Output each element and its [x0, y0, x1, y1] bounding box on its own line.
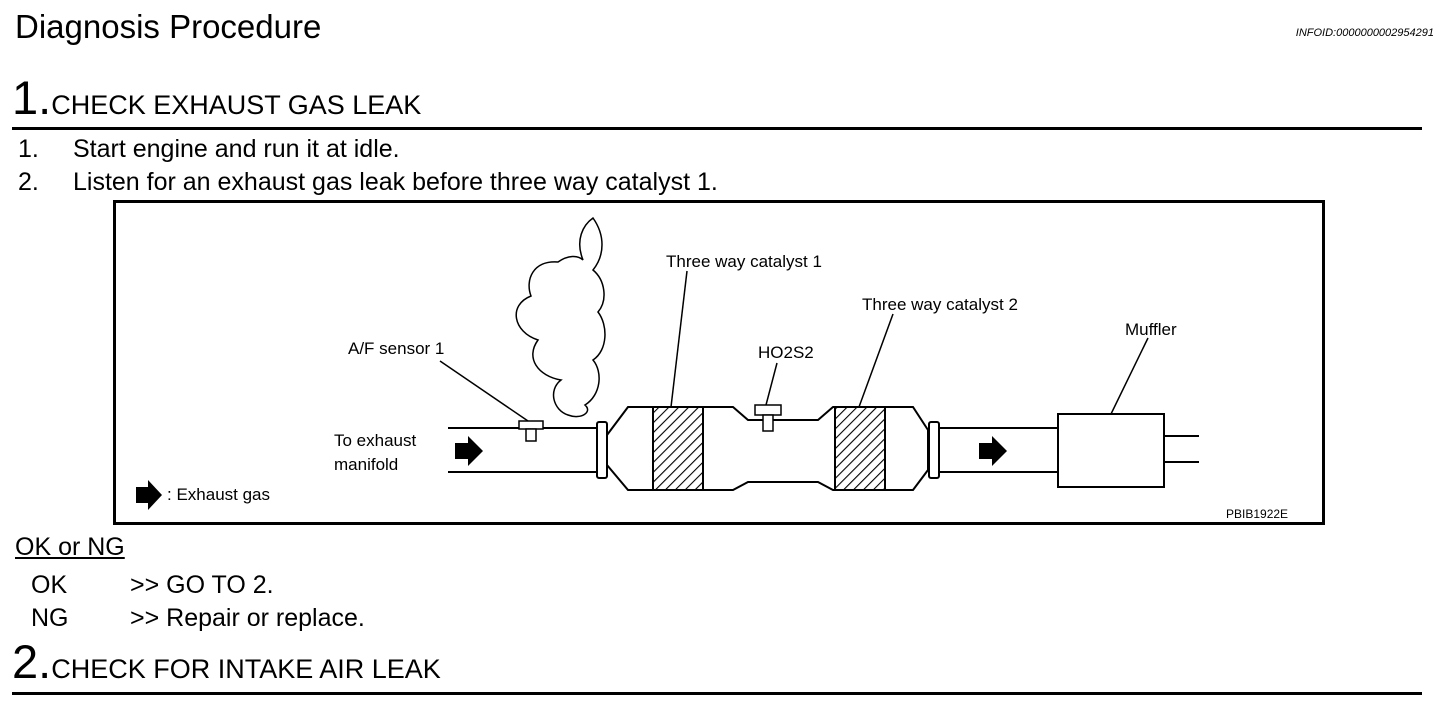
info-id: INFOID:0000000002954291 — [1295, 27, 1434, 39]
legend-arrow-icon — [136, 480, 162, 510]
result-ok: OK>> GO TO 2. — [31, 571, 274, 599]
step-1-heading: 1.CHECK EXHAUST GAS LEAK — [12, 70, 421, 125]
to-exhaust-label: To exhaust — [334, 431, 416, 450]
af-sensor-icon — [518, 420, 544, 442]
muffler — [1057, 413, 1165, 488]
list-item: 2.Listen for an exhaust gas leak before … — [18, 168, 718, 196]
step-2-heading: 2.CHECK FOR INTAKE AIR LEAK — [12, 634, 441, 689]
page-title: Diagnosis Procedure — [15, 8, 322, 45]
exhaust-arrow-icon — [979, 436, 1007, 466]
catalyst-1-element — [652, 406, 704, 491]
exhaust-system-figure: A/F sensor 1 Three way catalyst 1 HO2S2 … — [113, 200, 1325, 525]
step-1-divider — [12, 127, 1422, 130]
exhaust-arrow-icon — [455, 436, 483, 466]
catalyst-2-element — [834, 406, 886, 491]
step-2-divider — [12, 692, 1422, 695]
figure-frame — [113, 200, 1325, 525]
manifold-label: manifold — [334, 455, 398, 474]
step-1-title: CHECK EXHAUST GAS LEAK — [51, 90, 422, 120]
catalyst-1-label: Three way catalyst 1 — [666, 252, 822, 271]
figure-code: PBIB1922E — [1226, 507, 1288, 521]
smoke-cloud-icon — [515, 216, 606, 418]
legend-label: : Exhaust gas — [167, 485, 270, 504]
step-1-number: 1. — [12, 71, 52, 124]
ho2s2-sensor-icon — [754, 404, 782, 432]
ok-ng-heading: OK or NG — [15, 533, 125, 561]
step-2-title: CHECK FOR INTAKE AIR LEAK — [51, 654, 441, 684]
af-sensor-label: A/F sensor 1 — [348, 339, 444, 358]
pipe-flange — [928, 421, 940, 479]
muffler-label: Muffler — [1125, 320, 1177, 339]
step-2-number: 2. — [12, 635, 52, 688]
ho2s2-label: HO2S2 — [758, 343, 814, 362]
catalyst-2-label: Three way catalyst 2 — [862, 295, 1018, 314]
result-ng: NG>> Repair or replace. — [31, 604, 365, 632]
pipe-flange — [596, 421, 608, 479]
list-item: 1.Start engine and run it at idle. — [18, 135, 400, 163]
